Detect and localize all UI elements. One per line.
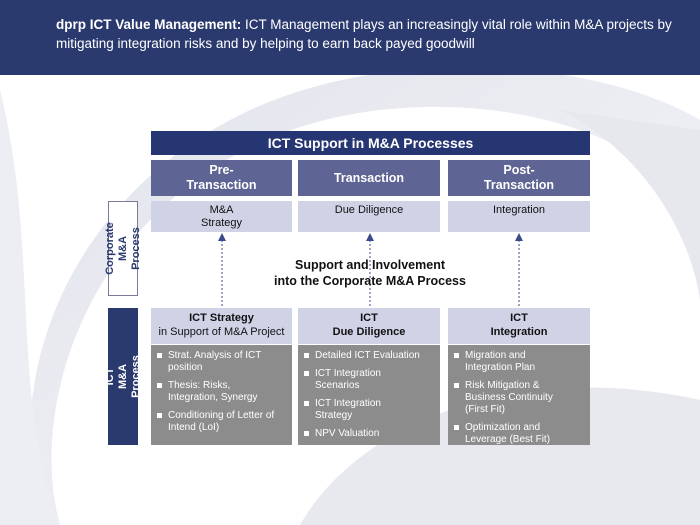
corporate-step-due-diligence: Due Diligence xyxy=(298,201,440,232)
list-item: ICT Integration Strategy xyxy=(302,398,436,422)
ict-column-body-strategy: Strat. Analysis of ICT position Thesis: … xyxy=(151,345,292,445)
ict-column-header-due-diligence: ICT Due Diligence xyxy=(298,308,440,344)
ict-column-title: ICT Strategy xyxy=(189,312,254,324)
phase-transaction: Transaction xyxy=(298,160,440,196)
ict-process-label-box: ICT M&A Process xyxy=(104,308,142,445)
list-item: Strat. Analysis of ICT position xyxy=(155,350,288,374)
corporate-step-integration: Integration xyxy=(448,201,590,232)
support-text: Support and Involvement into the Corpora… xyxy=(274,258,466,288)
header-bar: dprp ICT Value Management: ICT Managemen… xyxy=(0,0,700,75)
phase-label: Pre- Transaction xyxy=(186,163,257,192)
phase-label: Transaction xyxy=(333,170,405,185)
ict-column-header-strategy: ICT Strategy in Support of M&A Project xyxy=(151,308,292,344)
list-item: Optimization and Leverage (Best Fit) xyxy=(452,422,586,446)
header-title: dprp ICT Value Management: ICT Managemen… xyxy=(56,15,686,53)
corporate-step-strategy: M&A Strategy xyxy=(151,201,292,232)
ict-item-list: Migration and Integration Plan Risk Miti… xyxy=(452,350,586,446)
list-item: Migration and Integration Plan xyxy=(452,350,586,374)
ict-item-list: Strat. Analysis of ICT position Thesis: … xyxy=(155,350,288,434)
corporate-process-label-box: Corporate M&A Process xyxy=(104,201,142,296)
ict-column-body-due-diligence: Detailed ICT Evaluation ICT Integration … xyxy=(298,345,440,445)
corporate-step-label: Due Diligence xyxy=(334,204,404,216)
phase-post-transaction: Post- Transaction xyxy=(448,160,590,196)
corporate-step-label: M&A Strategy xyxy=(201,204,242,229)
list-item: ICT Integration Scenarios xyxy=(302,368,436,392)
corporate-process-label: Corporate M&A Process xyxy=(103,222,142,275)
header-title-bold: dprp ICT Value Management: xyxy=(56,17,242,32)
support-involvement-text: Support and Involvement into the Corpora… xyxy=(240,257,500,289)
ict-column-title: ICT xyxy=(510,312,528,324)
corporate-step-label: Integration xyxy=(493,204,545,216)
header-title-rest: ICT Management plays an increasingly vit… xyxy=(56,17,672,51)
list-item: NPV Valuation xyxy=(302,428,436,440)
list-item: Thesis: Risks, Integration, Synergy xyxy=(155,380,288,404)
list-item: Risk Mitigation & Business Continuity (F… xyxy=(452,380,586,416)
list-item: Conditioning of Letter of Intend (LoI) xyxy=(155,410,288,434)
ict-column-header-integration: ICT Integration xyxy=(448,308,590,344)
process-banner: ICT Support in M&A Processes xyxy=(151,131,590,155)
ict-column-subtitle: Integration xyxy=(490,326,548,338)
list-item: Detailed ICT Evaluation xyxy=(302,350,436,362)
ict-column-body-integration: Migration and Integration Plan Risk Miti… xyxy=(448,345,590,445)
ict-column-subtitle: in Support of M&A Project xyxy=(158,326,285,338)
ict-process-label: ICT M&A Process xyxy=(103,355,142,398)
phase-label: Post- Transaction xyxy=(483,163,555,192)
ict-column-title: ICT xyxy=(360,312,378,324)
ict-column-subtitle: Due Diligence xyxy=(332,326,406,338)
phase-pre-transaction: Pre- Transaction xyxy=(151,160,292,196)
ict-item-list: Detailed ICT Evaluation ICT Integration … xyxy=(302,350,436,440)
